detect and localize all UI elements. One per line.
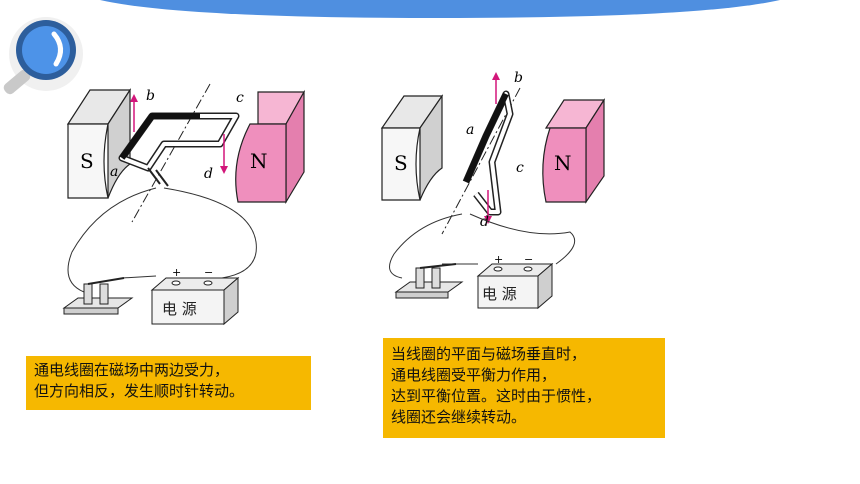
battery: + − 电 源 — [150, 266, 240, 326]
label-c: c — [516, 160, 524, 176]
caption-right: 当线圈的平面与磁场垂直时， 通电线圈受平衡力作用， 达到平衡位置。这时由于惯性，… — [383, 338, 665, 438]
battery-minus: − — [204, 266, 213, 279]
caption-right-line-1: 当线圈的平面与磁场垂直时， — [391, 345, 587, 363]
battery-plus: + — [494, 253, 503, 266]
magnifier-icon — [3, 17, 83, 95]
switch — [62, 277, 134, 315]
battery-label: 电 源 — [162, 300, 197, 318]
label-b: b — [146, 88, 155, 104]
caption-left-line-1: 通电线圈在磁场中两边受力， — [34, 361, 230, 379]
caption-right-line-2: 通电线圈受平衡力作用， — [391, 366, 557, 384]
magnet-s-label: S — [80, 149, 94, 173]
magnet-n: N — [235, 89, 306, 205]
label-b: b — [514, 70, 523, 86]
label-a: a — [110, 164, 118, 180]
caption-left: 通电线圈在磁场中两边受力， 但方向相反，发生顺时针转动。 — [26, 356, 311, 410]
caption-right-line-4: 线圈还会继续转动。 — [391, 408, 527, 426]
label-d: d — [204, 166, 213, 182]
magnet-s: S — [66, 87, 132, 199]
magnet-s-label: S — [394, 151, 408, 175]
battery-plus: + — [172, 266, 181, 279]
magnet-n-label: N — [250, 149, 268, 173]
caption-left-line-2: 但方向相反，发生顺时针转动。 — [34, 382, 245, 400]
label-c: c — [236, 90, 244, 106]
switch — [394, 263, 464, 299]
battery-minus: − — [524, 253, 533, 266]
magnet-n: N — [542, 97, 606, 204]
motor-diagram-right: S N a b c d + − 电 源 — [380, 70, 606, 310]
caption-right-line-3: 达到平衡位置。这时由于惯性， — [391, 387, 602, 405]
magnet-s: S — [380, 94, 444, 201]
magnet-n-label: N — [554, 151, 572, 175]
battery-label: 电 源 — [482, 285, 517, 303]
battery: + − 电 源 — [476, 253, 554, 310]
coil — [462, 90, 514, 216]
motor-diagram-left: S N a b c d + − 电 — [62, 83, 306, 326]
label-d: d — [480, 214, 489, 230]
top-banner — [100, 0, 780, 18]
label-a: a — [466, 122, 474, 138]
coil — [118, 112, 240, 187]
